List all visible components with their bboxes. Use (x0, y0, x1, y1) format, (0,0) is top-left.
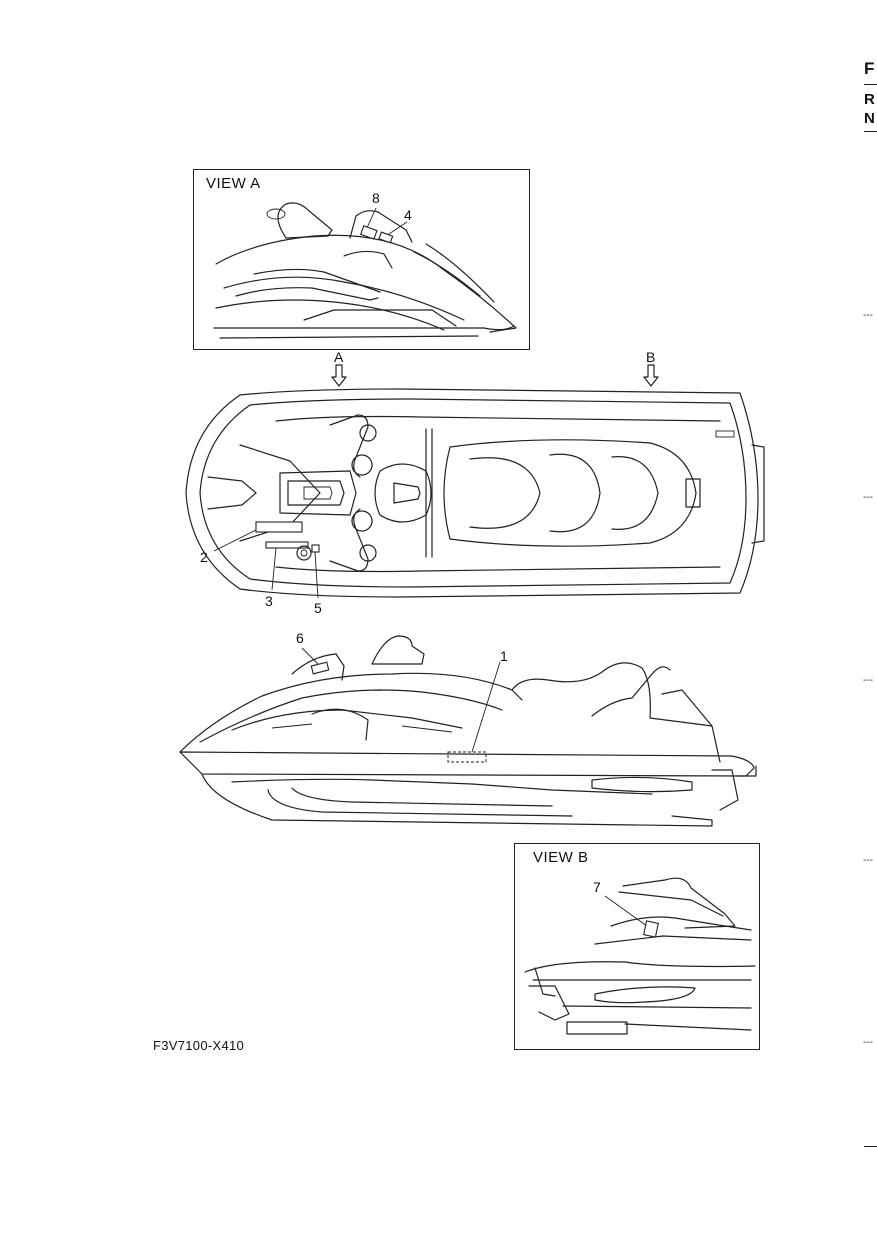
arrow-b-icon (643, 364, 659, 387)
side-view-drawing (179, 635, 757, 827)
callout-6: 6 (296, 630, 304, 646)
margin-letter-n: N (864, 110, 875, 127)
edge-mark: --- (863, 1037, 873, 1048)
arrow-a-icon (331, 364, 347, 387)
callout-1: 1 (500, 648, 508, 664)
view-b-title: VIEW B (533, 849, 589, 866)
margin-divider (864, 131, 877, 132)
callout-4: 4 (404, 207, 412, 223)
margin-divider (864, 1146, 877, 1147)
margin-divider (864, 84, 877, 85)
edge-mark: --- (863, 855, 873, 866)
margin-letter-r: R (864, 91, 875, 108)
edge-mark: --- (863, 492, 873, 503)
callout-5: 5 (314, 600, 322, 616)
edge-mark: --- (863, 675, 873, 686)
callout-8: 8 (372, 190, 380, 206)
view-b-drawing (524, 877, 756, 1035)
figure-code: F3V7100-X410 (153, 1038, 245, 1053)
arrow-b-label: B (646, 349, 656, 365)
edge-mark: --- (863, 310, 873, 321)
view-b-panel: VIEW B 7 (514, 843, 760, 1050)
callout-7: 7 (593, 879, 601, 895)
view-a-drawing (213, 202, 517, 339)
callout-2: 2 (200, 549, 208, 565)
arrow-a-label: A (334, 349, 344, 365)
margin-letter-f: F (864, 59, 875, 78)
top-view-drawing (185, 388, 765, 599)
view-a-title: VIEW A (206, 175, 261, 192)
callout-3: 3 (265, 593, 273, 609)
view-a-panel: VIEW A 8 4 (193, 169, 530, 350)
